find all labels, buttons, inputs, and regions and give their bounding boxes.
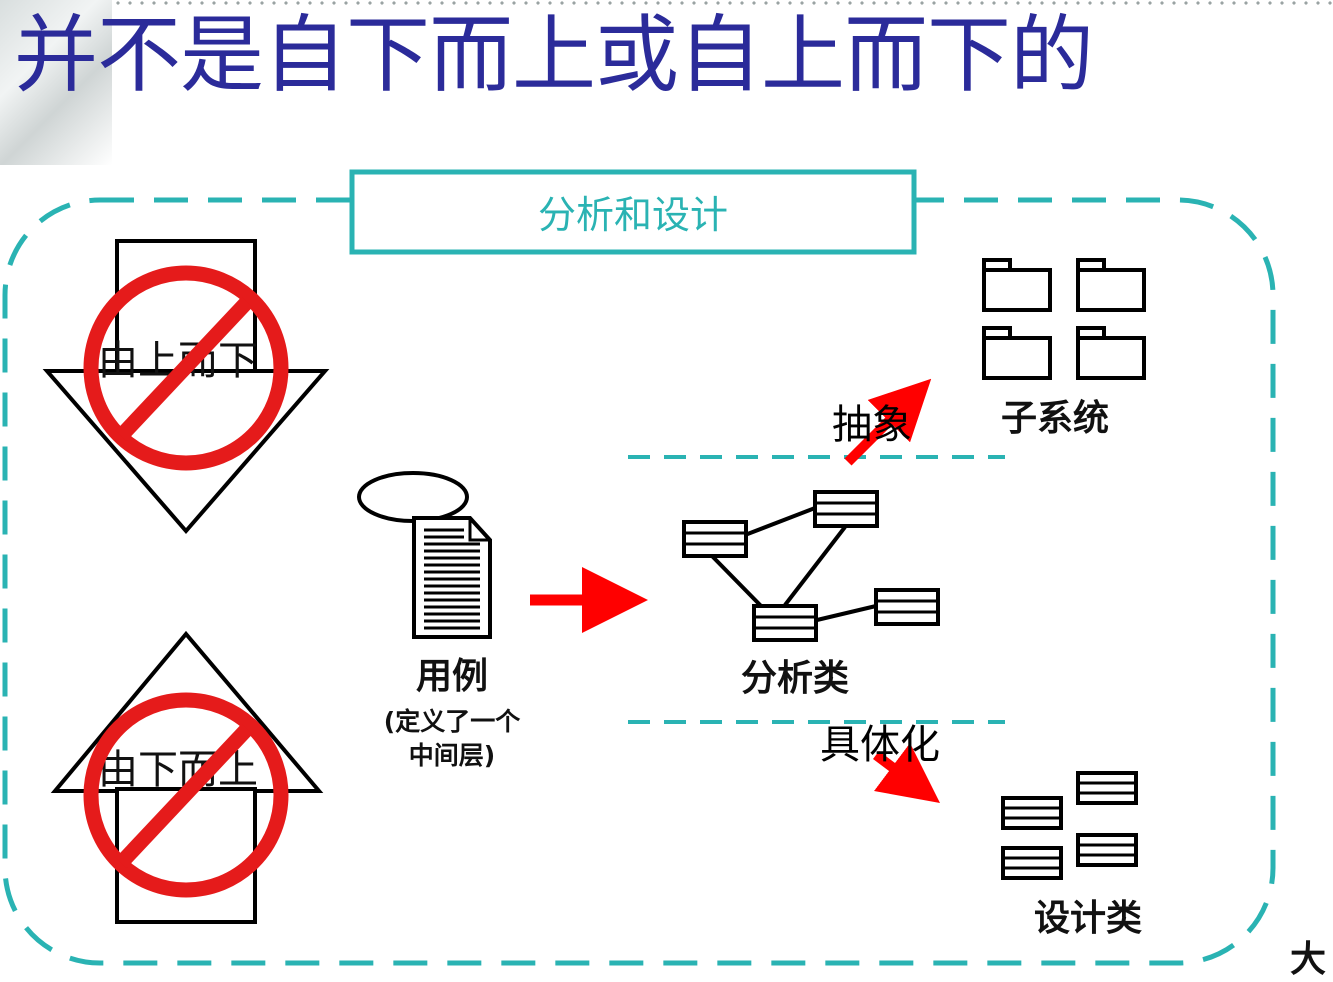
use-case-icon [357, 471, 492, 639]
design-classes [1001, 771, 1138, 880]
corner-decoration [0, 0, 112, 165]
concretization-label: 具体化 [820, 722, 940, 768]
use-case-title: 用例 [416, 656, 488, 697]
logo-fragment: 大 [1290, 939, 1327, 980]
analysis-classes-diagram [682, 490, 940, 642]
frame-label-box [349, 169, 917, 255]
abstraction-arrow [844, 378, 932, 466]
use-case-note-line1: (定义了一个 [384, 707, 521, 736]
subsystem-packages [982, 258, 1146, 380]
use-case-note-line2: 中间层) [409, 741, 495, 770]
top-down-arrow [42, 239, 330, 535]
design-classes-label: 设计类 [1034, 898, 1142, 939]
prohibition-sign-bottom [83, 692, 289, 898]
bottom-up-label: 由下而上 [98, 747, 258, 793]
slide-title: 并不是自下而上或自上而下的 [14, 6, 1094, 104]
concretization-arrow [873, 743, 940, 803]
analysis-classes-label: 分析类 [741, 658, 849, 699]
prohibition-sign-top [83, 265, 289, 471]
analysis-design-frame [2, 197, 1276, 966]
subsystems-label: 子系统 [1001, 398, 1109, 439]
abstraction-label: 抽象 [832, 402, 912, 448]
top-dotted-border [112, 0, 1333, 6]
frame-label: 分析和设计 [538, 193, 728, 237]
